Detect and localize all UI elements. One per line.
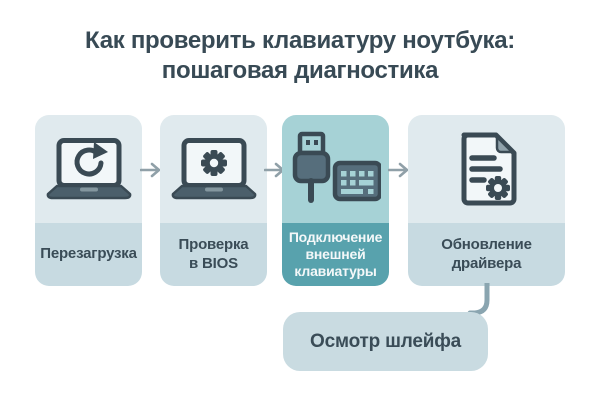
laptop-restart-icon: [46, 138, 131, 200]
branch-label: Осмотр шлейфа: [310, 330, 461, 352]
step2-icon-area: [160, 115, 267, 223]
page-title: Как проверить клавиатуру ноутбука: пошаг…: [0, 26, 600, 86]
step-card-bios-check: Проверка в BIOS: [160, 115, 267, 286]
step4-icon-area: [408, 115, 565, 223]
title-line-1: Как проверить клавиатуру ноутбука:: [85, 27, 515, 54]
step3-label: Подключение внешней клавиатуры: [282, 223, 389, 286]
title-line-2: пошаговая диагностика: [161, 57, 439, 84]
step-card-driver-update: Обновление драйвера: [408, 115, 565, 286]
driver-document-gear-icon: [461, 132, 516, 206]
laptop-bios-gear-icon: [171, 138, 256, 200]
step-card-external-keyboard: Подключение внешней клавиатуры: [282, 115, 389, 286]
step2-label: Проверка в BIOS: [160, 223, 267, 286]
step1-label: Перезагрузка: [35, 223, 142, 286]
step-card-restart: Перезагрузка: [35, 115, 142, 286]
usb-external-keyboard-icon: [292, 131, 381, 203]
step4-label: Обновление драйвера: [408, 223, 565, 286]
arrow-right-icon: [388, 162, 409, 178]
arrow-right-icon: [140, 162, 161, 178]
step3-icon-area: [282, 115, 389, 223]
branch-pill-cable-inspection: Осмотр шлейфа: [283, 312, 488, 371]
step1-icon-area: [35, 115, 142, 223]
